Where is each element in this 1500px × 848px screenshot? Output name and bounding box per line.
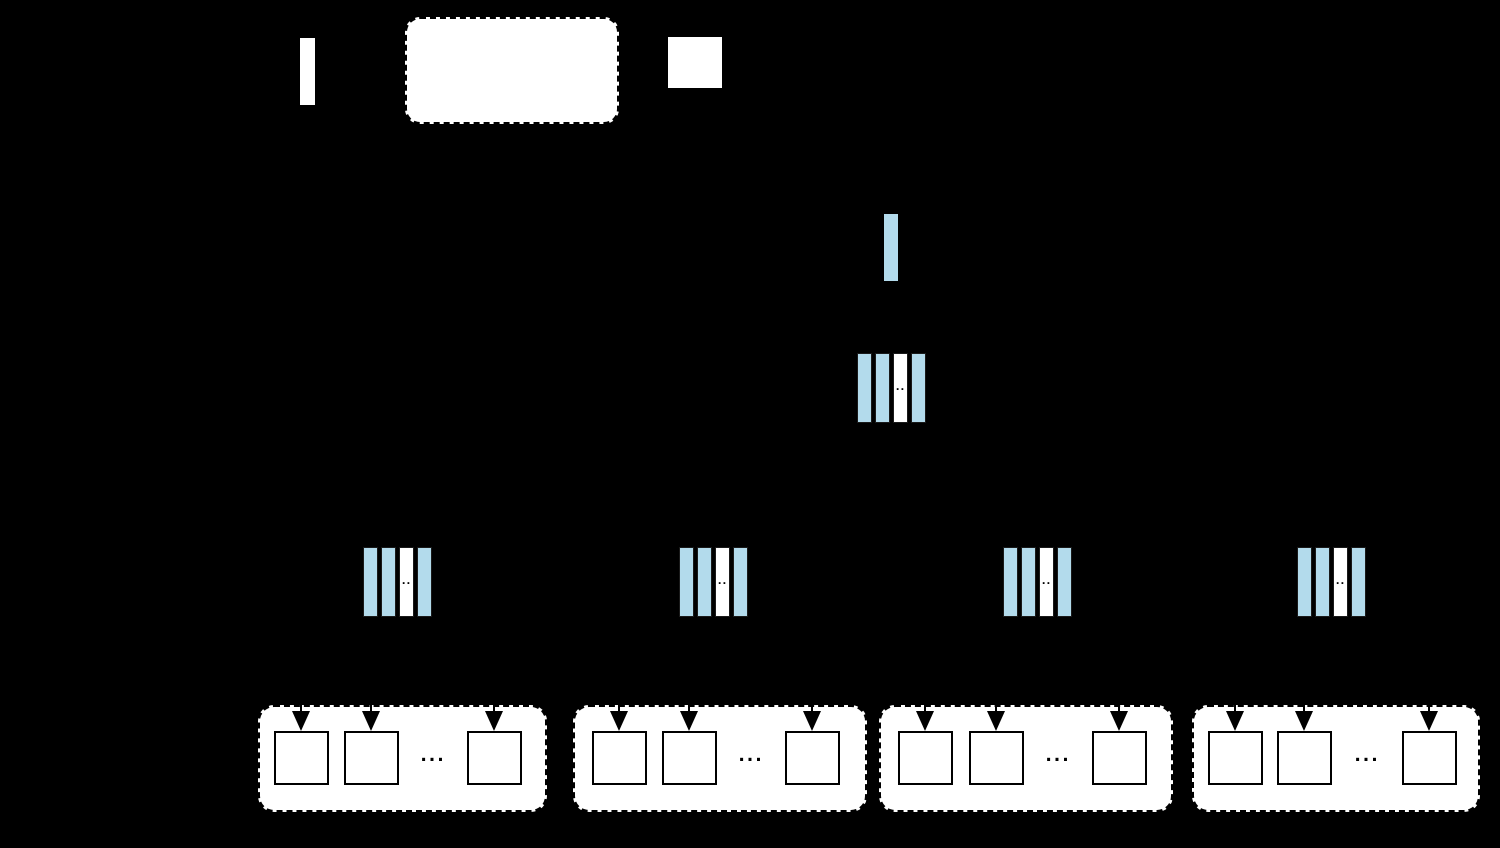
arrow-shaft	[1234, 686, 1236, 712]
segment-cell	[1021, 547, 1036, 617]
arrow-shaft	[811, 686, 813, 712]
segment-group-1: ..	[363, 547, 432, 617]
segment-cell	[679, 547, 694, 617]
arrow-shaft	[300, 686, 302, 712]
arrow-head	[680, 711, 698, 731]
segment-cell-ellipsis: ..	[1333, 547, 1348, 617]
arrow-shaft	[1118, 686, 1120, 712]
segment-cell	[1351, 547, 1366, 617]
legend-vector-bar-icon	[300, 38, 315, 105]
legend-document-square-icon	[668, 37, 722, 88]
arrow-shaft	[370, 686, 372, 712]
legend-dashed-container-icon	[405, 17, 619, 124]
segment-cell	[1315, 547, 1330, 617]
arrow-shaft	[618, 686, 620, 712]
cluster-ellipsis: ...	[1045, 746, 1071, 766]
segment-cell	[1003, 547, 1018, 617]
segment-group-3: ..	[1003, 547, 1072, 617]
document-square	[1208, 731, 1263, 785]
cluster-ellipsis: ...	[1354, 746, 1380, 766]
segment-cell	[857, 353, 872, 423]
arrow-shaft	[493, 686, 495, 712]
segment-cell	[363, 547, 378, 617]
query-vector-bar	[883, 213, 899, 282]
arrow-head	[916, 711, 934, 731]
arrow-shaft	[1303, 686, 1305, 712]
cluster-ellipsis: ...	[420, 746, 446, 766]
segment-group-2: ..	[679, 547, 748, 617]
document-square	[274, 731, 329, 785]
arrow-head	[1110, 711, 1128, 731]
segment-cell	[1057, 547, 1072, 617]
document-square	[344, 731, 399, 785]
document-square	[785, 731, 840, 785]
segment-cell	[911, 353, 926, 423]
arrow-head	[1226, 711, 1244, 731]
arrow-head	[610, 711, 628, 731]
segment-cell-ellipsis: ..	[1039, 547, 1054, 617]
segment-cell	[417, 547, 432, 617]
document-square	[969, 731, 1024, 785]
document-square	[592, 731, 647, 785]
segment-group-4: ..	[1297, 547, 1366, 617]
segment-cell	[733, 547, 748, 617]
document-square	[662, 731, 717, 785]
document-square	[1402, 731, 1457, 785]
arrow-shaft	[924, 686, 926, 712]
segment-cell	[381, 547, 396, 617]
segment-cell-ellipsis: ..	[893, 353, 908, 423]
document-square	[1277, 731, 1332, 785]
document-square	[898, 731, 953, 785]
arrow-shaft	[995, 686, 997, 712]
arrow-head	[292, 711, 310, 731]
segment-cell	[697, 547, 712, 617]
cluster-ellipsis: ...	[738, 746, 764, 766]
arrow-head	[803, 711, 821, 731]
segment-cell-ellipsis: ..	[715, 547, 730, 617]
segment-cell-ellipsis: ..	[399, 547, 414, 617]
arrow-head	[485, 711, 503, 731]
arrow-shaft	[1428, 686, 1430, 712]
arrow-shaft	[688, 686, 690, 712]
segment-cell	[875, 353, 890, 423]
arrow-head	[1420, 711, 1438, 731]
segment-group-root: ..	[857, 353, 926, 423]
document-square	[467, 731, 522, 785]
arrow-head	[362, 711, 380, 731]
segment-cell	[1297, 547, 1312, 617]
arrow-head	[987, 711, 1005, 731]
document-square	[1092, 731, 1147, 785]
arrow-head	[1295, 711, 1313, 731]
